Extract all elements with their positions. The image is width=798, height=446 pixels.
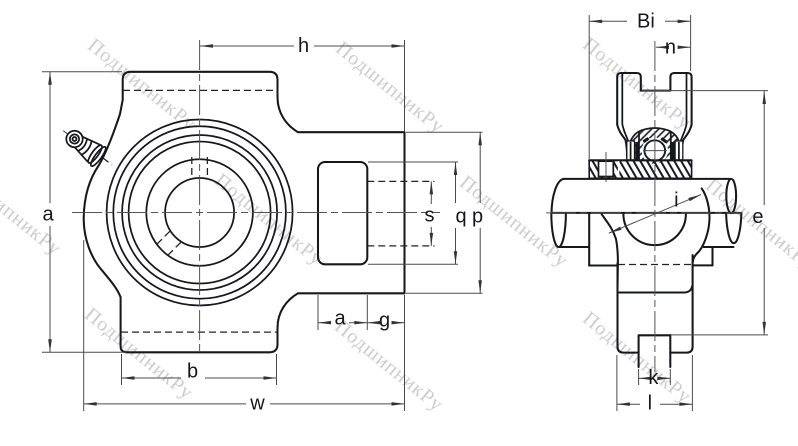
svg-text:a: a <box>42 204 54 226</box>
svg-text:q: q <box>455 206 466 228</box>
svg-text:ПодшипникРу: ПодшипникРу <box>701 174 798 275</box>
svg-text:ПодшипникРу: ПодшипникРу <box>80 303 197 404</box>
svg-text:n: n <box>665 37 676 59</box>
svg-text:b: b <box>187 361 198 383</box>
svg-text:h: h <box>298 35 309 57</box>
svg-text:ПодшипникРу: ПодшипникРу <box>210 169 327 270</box>
svg-text:l: l <box>648 393 652 415</box>
svg-text:ПодшипникРу: ПодшипникРу <box>331 37 448 138</box>
svg-text:e: e <box>752 206 763 228</box>
svg-text:i: i <box>674 190 678 212</box>
svg-text:a: a <box>334 308 346 330</box>
svg-text:g: g <box>379 310 390 332</box>
svg-text:p: p <box>472 206 483 228</box>
svg-text:k: k <box>648 367 659 389</box>
svg-text:w: w <box>249 393 265 415</box>
svg-text:Bi: Bi <box>637 11 655 33</box>
svg-text:ПодшипникРу: ПодшипникРу <box>578 307 695 408</box>
svg-text:ПодшипникРу: ПодшипникРу <box>0 159 66 260</box>
svg-text:ПодшипникРу: ПодшипникРу <box>83 34 200 135</box>
svg-text:s: s <box>425 205 435 227</box>
